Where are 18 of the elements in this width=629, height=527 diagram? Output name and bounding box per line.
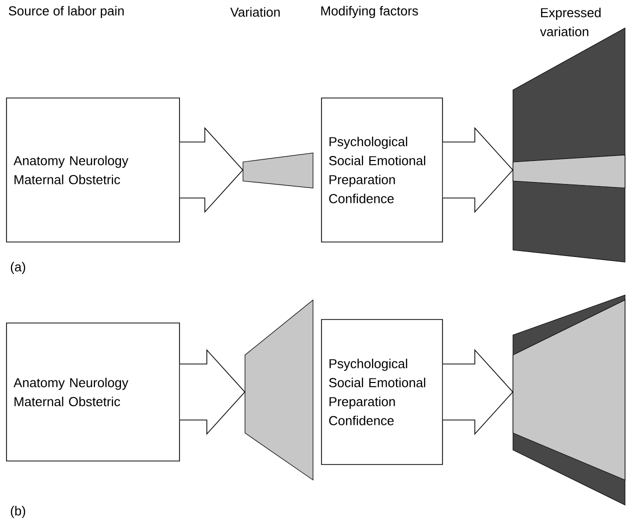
block-arrow [442,126,514,214]
trapezoid-shape [512,294,626,506]
text-box: Anatomy Neurology Maternal Obstetric [6,322,180,462]
block-arrow [180,348,246,436]
panel-label: (a) [10,262,26,274]
trapezoid-shape [512,27,626,262]
block-arrow [180,126,244,214]
text-box: Psychological Social Emotional Preparation Confidence [321,319,443,465]
trapezoid-shape [242,152,314,188]
block-arrow [442,348,514,436]
text-box: Psychological Social Emotional Preparation Confidence [321,98,443,242]
text-box: Anatomy Neurology Maternal Obstetric [6,98,180,242]
column-heading: Expressed variation [540,8,601,36]
column-heading: Source of labor pain [8,6,124,18]
panel-label: (b) [10,506,26,518]
column-heading: Variation [230,7,280,17]
trapezoid-shape [244,299,314,481]
column-heading: Modifying factors [321,6,418,18]
